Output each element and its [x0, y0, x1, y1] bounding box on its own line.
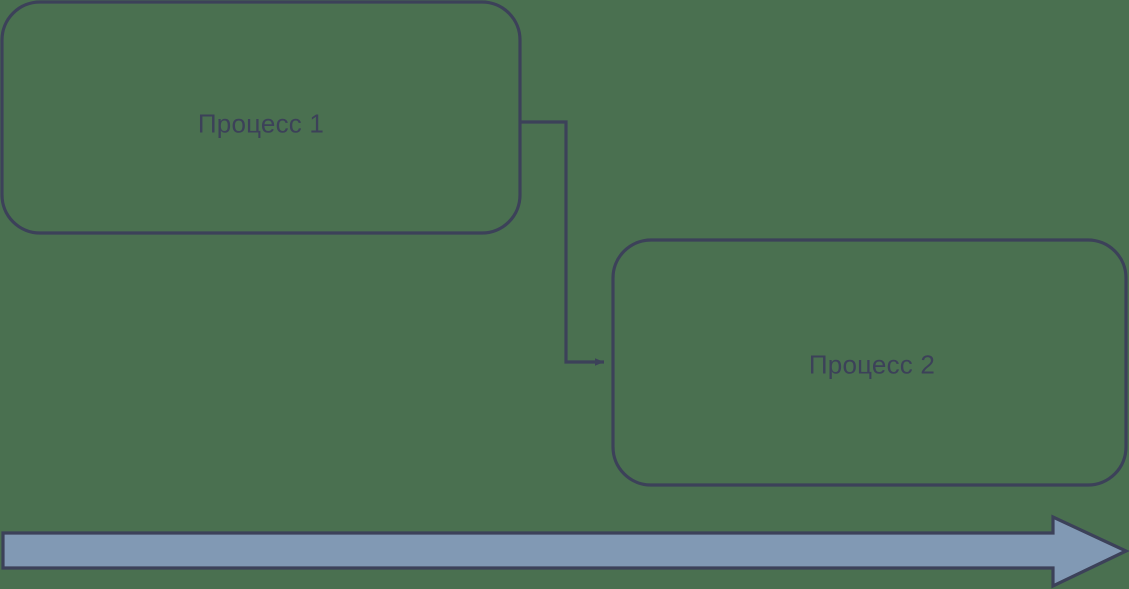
- connector-process-1-to-process-2[interactable]: [520, 120, 604, 366]
- timeline-arrow: [1, 514, 1129, 589]
- node-process-1[interactable]: [0, 0, 522, 235]
- node-process-2[interactable]: [611, 238, 1128, 487]
